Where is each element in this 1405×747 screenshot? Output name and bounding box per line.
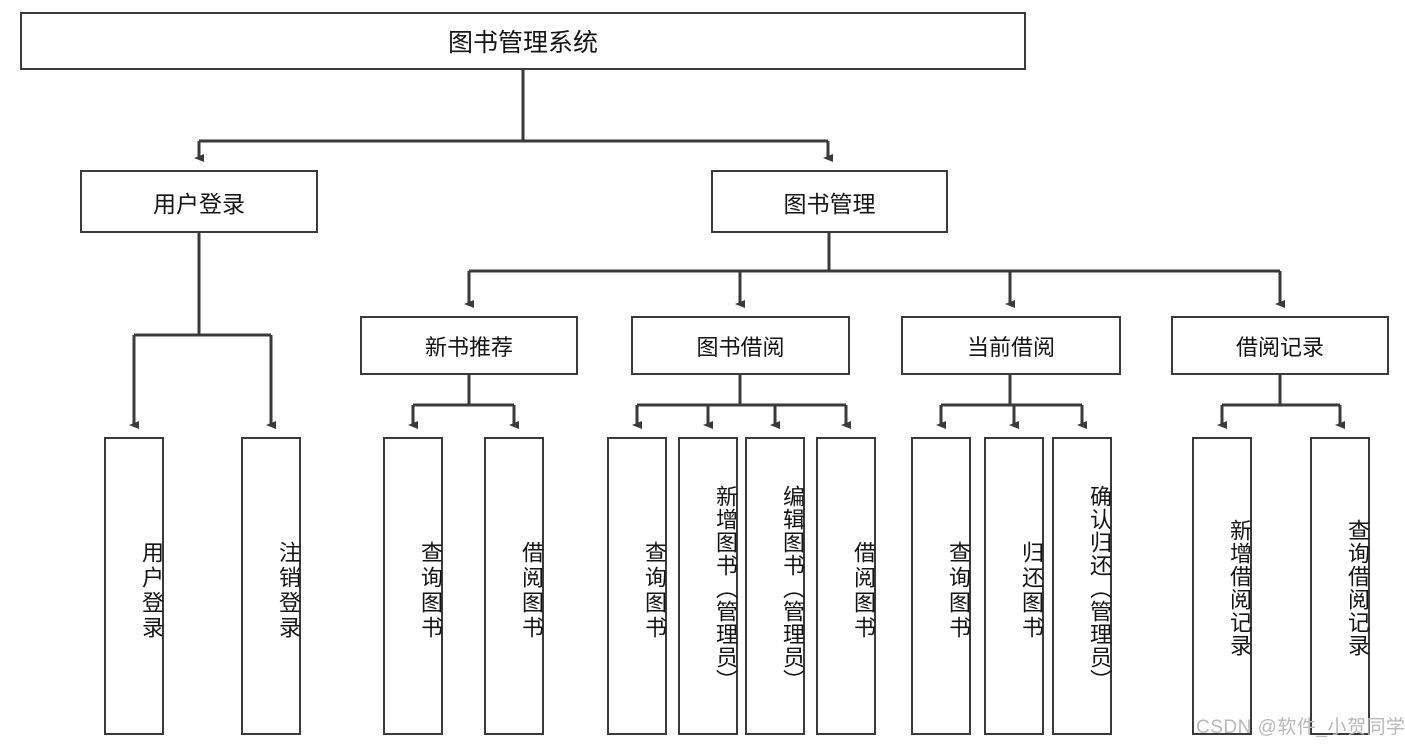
leaf-query-record[interactable]: 查询借阅记录 <box>1310 437 1370 735</box>
leaf-return-book[interactable]: 归还图书 <box>984 437 1044 735</box>
node-book-borrow[interactable]: 图书借阅 <box>631 316 850 375</box>
leaf-logout[interactable]: 注销登录 <box>241 437 301 735</box>
node-new-book-recommend-label: 新书推荐 <box>424 334 513 360</box>
node-book-manage[interactable]: 图书管理 <box>711 170 948 233</box>
leaf-query-book-3[interactable]: 查询图书 <box>911 437 971 735</box>
leaf-confirm-return[interactable]: 确认归还（管理员） <box>1052 437 1112 735</box>
leaf-edit-book[interactable]: 编辑图书（管理员） <box>745 437 805 735</box>
leaf-add-record[interactable]: 新增借阅记录 <box>1192 437 1252 735</box>
node-user-login[interactable]: 用户登录 <box>80 170 318 233</box>
node-borrow-record[interactable]: 借阅记录 <box>1171 316 1389 375</box>
node-current-borrow-label: 当前借阅 <box>966 334 1055 360</box>
node-book-manage-label: 图书管理 <box>783 190 876 217</box>
leaf-query-book-1[interactable]: 查询图书 <box>383 437 443 735</box>
leaf-user-login[interactable]: 用户登录 <box>104 437 164 735</box>
node-root[interactable]: 图书管理系统 <box>20 12 1026 70</box>
node-root-label: 图书管理系统 <box>447 29 598 57</box>
csdn-watermark: CSDN @软件_小贺同学 <box>1196 717 1405 738</box>
leaf-borrow-book-2[interactable]: 借阅图书 <box>816 437 876 735</box>
leaf-borrow-book-1[interactable]: 借阅图书 <box>484 437 544 735</box>
node-borrow-record-label: 借阅记录 <box>1235 334 1324 360</box>
node-new-book-recommend[interactable]: 新书推荐 <box>360 316 578 375</box>
leaf-add-book[interactable]: 新增图书（管理员） <box>678 437 738 735</box>
node-user-login-label: 用户登录 <box>153 190 245 217</box>
leaf-query-book-2[interactable]: 查询图书 <box>607 437 667 735</box>
node-book-borrow-label: 图书借阅 <box>696 334 785 360</box>
node-current-borrow[interactable]: 当前借阅 <box>901 316 1121 375</box>
